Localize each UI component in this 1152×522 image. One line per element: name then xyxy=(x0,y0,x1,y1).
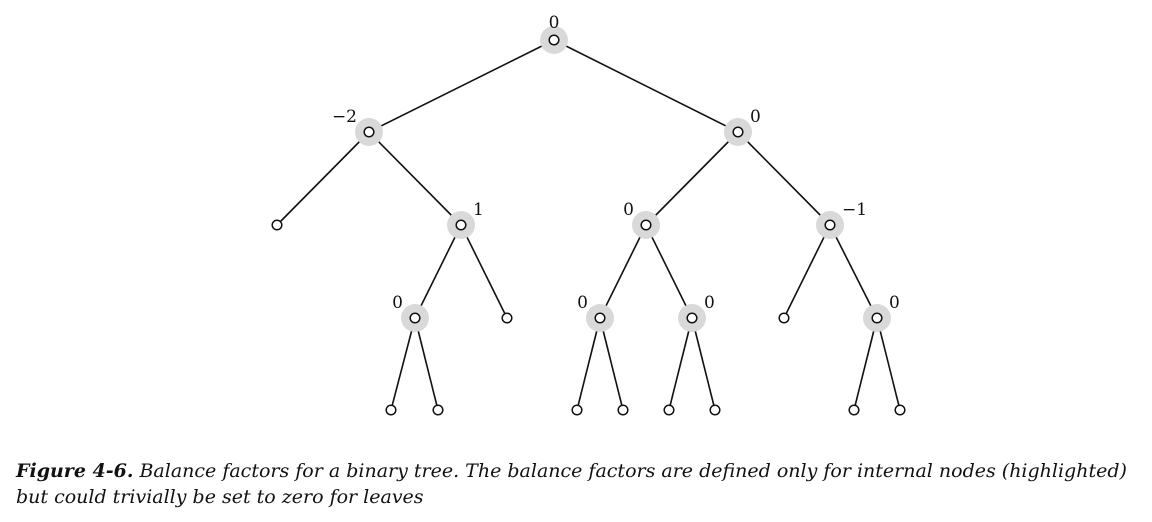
tree-edge xyxy=(414,224,462,319)
tree-edge xyxy=(368,131,462,226)
leaf-node xyxy=(848,404,860,416)
internal-node-highlights xyxy=(355,26,891,332)
tree-edge xyxy=(691,317,716,411)
leaf-node xyxy=(894,404,906,416)
tree-edges xyxy=(276,39,901,411)
tree-edge xyxy=(599,224,647,319)
internal-node xyxy=(824,219,836,231)
leaf-node xyxy=(778,312,790,324)
tree-edge xyxy=(368,39,555,133)
balance-factor-label: 0 xyxy=(889,293,900,313)
tree-edge xyxy=(645,224,693,319)
binary-tree-diagram: 0 −2 0 1 0 −1 0 0 0 0 xyxy=(271,13,906,416)
figure-caption: Figure 4-6.Balance factors for a binary … xyxy=(16,458,1141,510)
tree-edge xyxy=(783,224,831,319)
balance-factor-label: 0 xyxy=(577,293,588,313)
figure-number: Figure 4-6. xyxy=(16,460,134,482)
balance-factor-label: 0 xyxy=(392,293,403,313)
leaf-node xyxy=(663,404,675,416)
internal-node xyxy=(363,126,375,138)
balance-factor-label: −2 xyxy=(332,107,357,127)
balance-factor-label: 0 xyxy=(704,293,715,313)
leaf-node xyxy=(271,219,283,231)
leaf-node xyxy=(385,404,397,416)
internal-node xyxy=(732,126,744,138)
tree-edge xyxy=(829,224,878,319)
internal-node xyxy=(871,312,883,324)
tree-edge xyxy=(876,317,901,411)
internal-node xyxy=(686,312,698,324)
tree-edge xyxy=(460,224,508,319)
balance-factor-label: 0 xyxy=(623,200,634,220)
internal-node xyxy=(409,312,421,324)
leaf-node xyxy=(571,404,583,416)
caption-text: Balance factors for a binary tree. The b… xyxy=(16,460,1127,508)
tree-edge xyxy=(276,131,370,226)
tree-edge xyxy=(853,317,878,411)
tree-edge xyxy=(553,39,739,133)
tree-edge xyxy=(414,317,439,411)
tree-edge xyxy=(668,317,693,411)
leaf-node xyxy=(432,404,444,416)
tree-edge xyxy=(576,317,601,411)
tree-edge xyxy=(599,317,624,411)
leaf-node xyxy=(709,404,721,416)
balance-factor-label: 0 xyxy=(750,107,761,127)
tree-edge xyxy=(390,317,416,411)
balance-factor-labels: 0 −2 0 1 0 −1 0 0 0 0 xyxy=(332,13,900,313)
balance-factor-label: 1 xyxy=(473,200,484,220)
tree-nodes xyxy=(271,34,906,416)
internal-node xyxy=(640,219,652,231)
balance-factor-label: −1 xyxy=(842,200,867,220)
leaf-node xyxy=(617,404,629,416)
internal-node xyxy=(548,34,560,46)
tree-edge xyxy=(737,131,831,226)
leaf-node xyxy=(501,312,513,324)
internal-node xyxy=(594,312,606,324)
internal-node xyxy=(455,219,467,231)
balance-factor-label: 0 xyxy=(549,13,560,33)
tree-edge xyxy=(645,131,739,226)
